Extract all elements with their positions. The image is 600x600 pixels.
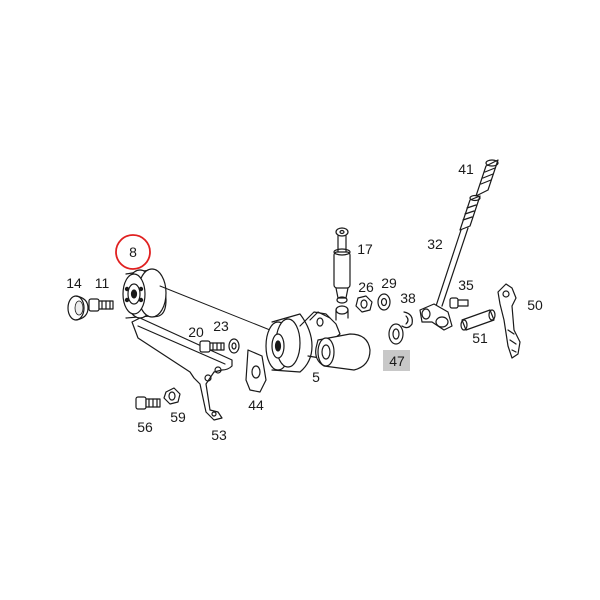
part-label-38[interactable]: 38	[400, 290, 416, 306]
part-32-rod[interactable]	[419, 194, 481, 331]
part-8-circle-marker	[115, 234, 151, 270]
part-14-cap[interactable]	[67, 295, 89, 321]
part-label-8[interactable]: 8	[129, 244, 137, 260]
part-11-bolt[interactable]	[88, 298, 114, 312]
part-label-26[interactable]: 26	[358, 279, 374, 295]
part-label-5[interactable]: 5	[312, 369, 320, 385]
part-label-51[interactable]: 51	[472, 330, 488, 346]
part-20-bolt[interactable]	[199, 340, 225, 353]
part-label-50[interactable]: 50	[527, 297, 543, 313]
part-56-bolt[interactable]	[135, 396, 161, 410]
part-5-tensioner[interactable]	[265, 305, 371, 373]
part-47-ring[interactable]	[388, 323, 404, 345]
part-23-washer[interactable]	[228, 338, 240, 354]
part-53-bracket[interactable]	[131, 317, 233, 421]
part-label-11[interactable]: 11	[95, 275, 110, 291]
part-label-29[interactable]: 29	[381, 275, 397, 291]
part-label-56[interactable]: 56	[137, 419, 153, 435]
part-label-23[interactable]: 23	[213, 318, 229, 334]
part-35-bolt[interactable]	[449, 297, 469, 309]
part-label-47[interactable]: 47	[389, 353, 405, 369]
part-label-20[interactable]: 20	[188, 324, 204, 340]
part-29-washer[interactable]	[377, 293, 391, 311]
part-label-44[interactable]: 44	[248, 397, 264, 413]
part-label-32[interactable]: 32	[427, 236, 443, 252]
part-50-lever[interactable]	[497, 283, 521, 359]
part-17-damper[interactable]	[333, 227, 351, 304]
part-26-nut[interactable]	[355, 295, 373, 313]
assembly-axis-line	[159, 285, 271, 331]
part-label-17[interactable]: 17	[357, 241, 373, 257]
part-38-clip[interactable]	[401, 311, 413, 329]
part-47-highlight	[383, 350, 410, 371]
part-label-53[interactable]: 53	[211, 427, 227, 443]
part-label-41[interactable]: 41	[458, 161, 474, 177]
part-41-sleeve[interactable]	[475, 159, 499, 197]
part-label-59[interactable]: 59	[170, 409, 186, 425]
part-51-pin[interactable]	[460, 309, 496, 331]
part-8-pulley[interactable]	[122, 268, 167, 319]
part-59-nut[interactable]	[163, 387, 181, 405]
part-label-35[interactable]: 35	[458, 277, 474, 293]
part-label-14[interactable]: 14	[66, 275, 82, 291]
part-44-plate[interactable]	[245, 349, 267, 393]
